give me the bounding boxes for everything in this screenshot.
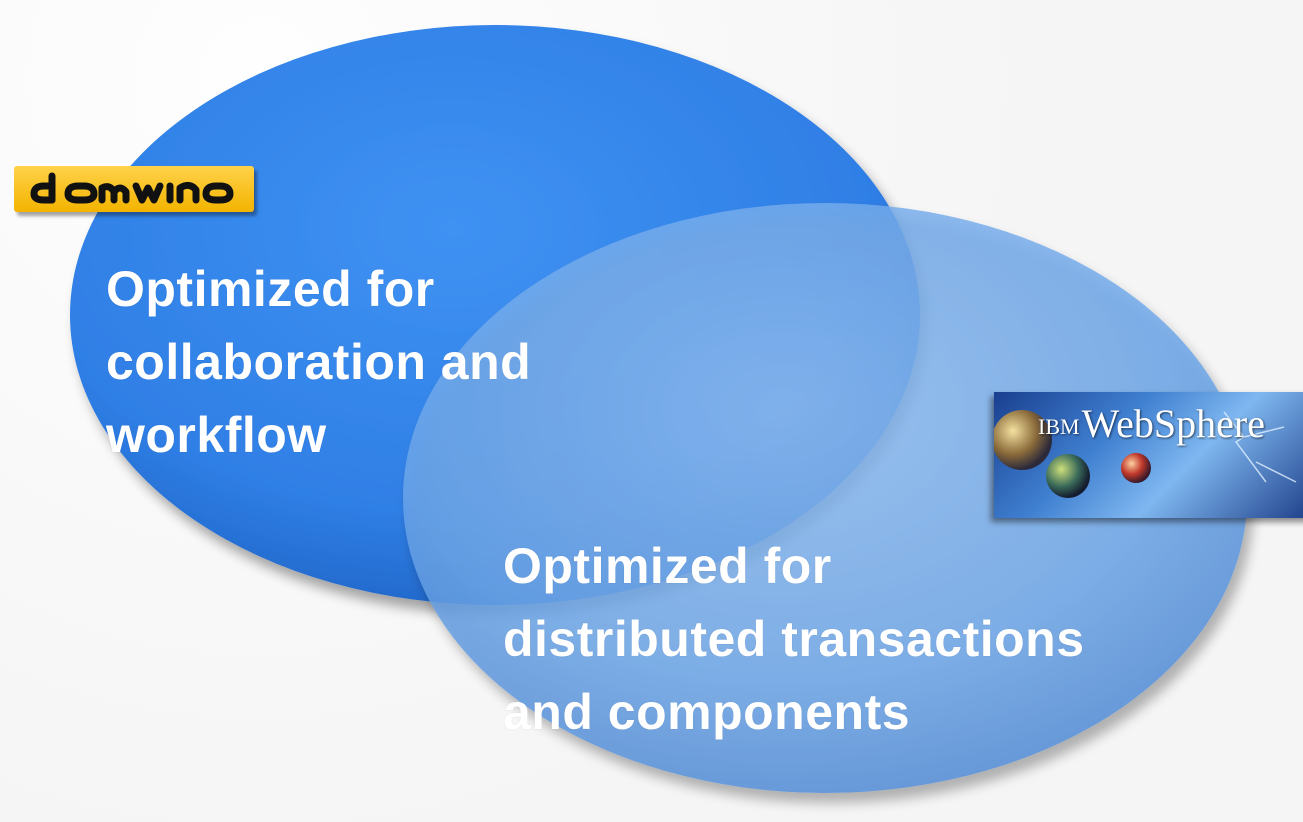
right-circle-label: Optimized for distributed transactions a… <box>503 530 1085 749</box>
left-label-line-2: collaboration and <box>106 334 532 390</box>
websphere-orbs <box>994 410 1297 498</box>
domino-logo <box>14 166 254 212</box>
ibm-websphere-logo: IBMWebSphere <box>994 392 1303 518</box>
right-circle <box>403 203 1247 793</box>
right-label-line-3: and components <box>503 684 911 740</box>
left-label-line-1: Optimized for <box>106 261 435 317</box>
left-circle-label: Optimized for collaboration and workflow <box>106 253 531 472</box>
right-label-line-1: Optimized for <box>503 538 832 594</box>
right-label-line-2: distributed transactions <box>503 611 1085 667</box>
domino-wordmark <box>30 172 234 204</box>
left-label-line-3: workflow <box>106 407 327 463</box>
websphere-wordmark: IBMWebSphere <box>1038 401 1265 446</box>
